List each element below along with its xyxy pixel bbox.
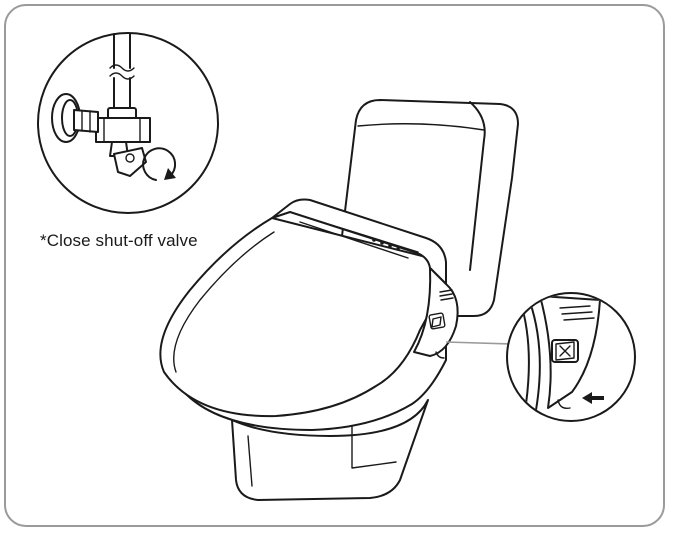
side-panel-icon [506,292,636,422]
clockwise-arrow-icon [142,147,177,181]
caption-text: *Close shut-off valve [40,231,198,250]
detail-connector [445,341,511,345]
shut-off-valve-icon [37,32,219,214]
instruction-frame [4,4,665,527]
left-arrow-icon [582,392,604,404]
bidet-seat-icon [159,99,519,501]
